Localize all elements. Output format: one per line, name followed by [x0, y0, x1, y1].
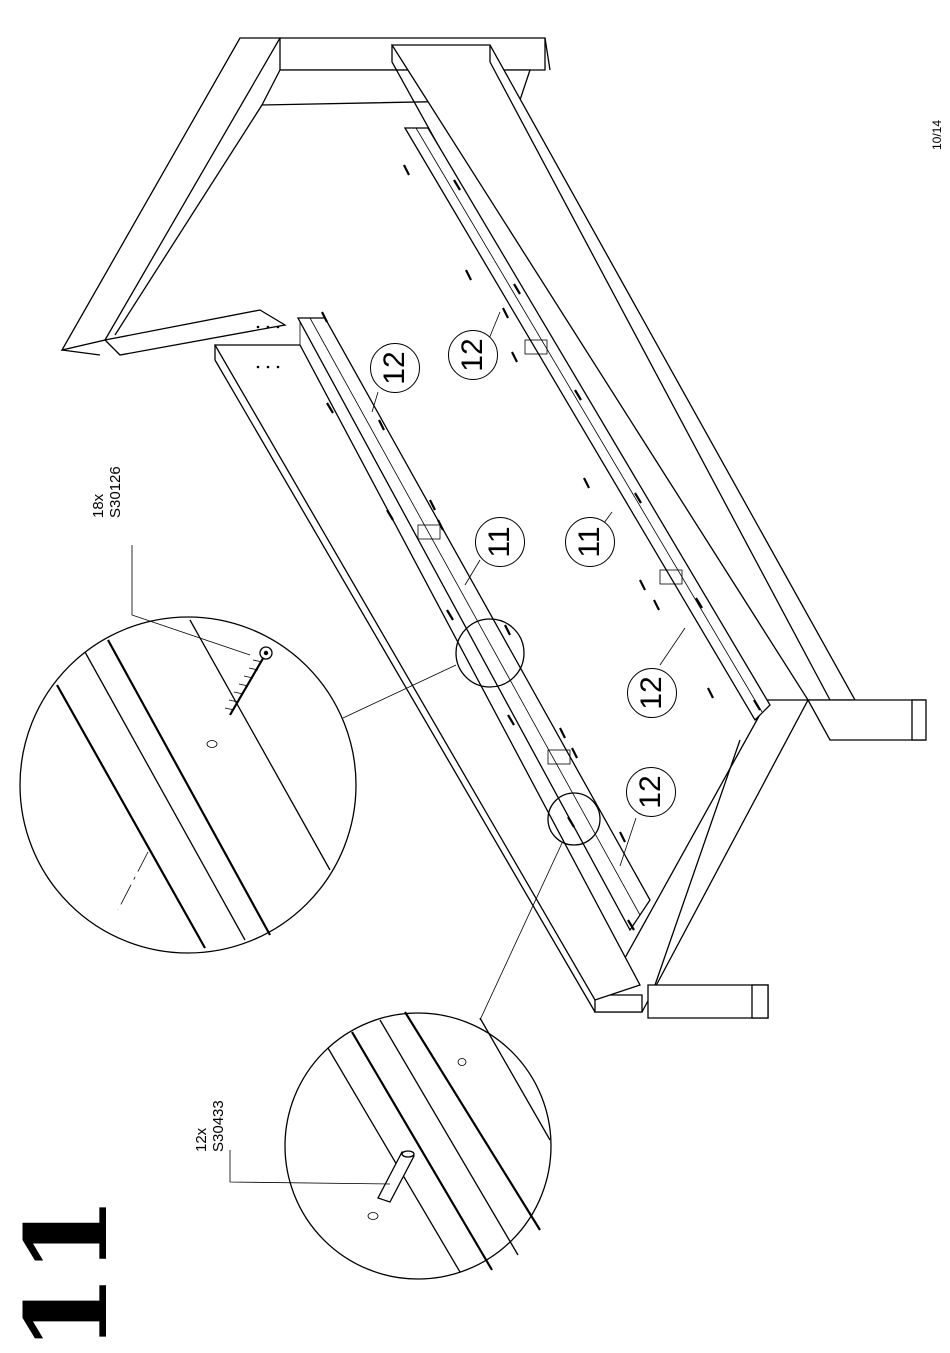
slat-support-strip-left [298, 318, 650, 930]
screw-part-label: 18x S30126 [90, 466, 124, 518]
page-number: 10/14 [930, 120, 944, 150]
step-number: 11 [12, 1196, 124, 1352]
callout-label: 12 [456, 338, 490, 371]
part-callout-11: 11 [565, 517, 615, 567]
callout-label: 11 [483, 526, 517, 557]
callout-label: 11 [573, 526, 607, 557]
part-callout-12: 12 [627, 668, 677, 718]
dowel-quantity: 12x [193, 1100, 210, 1152]
footboard-panel [595, 700, 926, 1018]
screw-detail-view [20, 545, 524, 953]
part-callout-12: 12 [626, 767, 676, 817]
part-callout-11: 11 [475, 517, 525, 567]
dowel-part-label: 12x S30433 [193, 1100, 227, 1152]
callout-label: 12 [378, 351, 412, 384]
part-callout-12: 12 [448, 330, 498, 380]
part-callout-12: 12 [370, 343, 420, 393]
dowel-part-code: S30433 [210, 1100, 227, 1152]
screw-part-code: S30126 [107, 466, 124, 518]
slat-support-strip-right [405, 128, 770, 720]
screw-quantity: 18x [90, 466, 107, 518]
callout-label: 12 [634, 775, 668, 808]
callout-label: 12 [635, 676, 669, 709]
